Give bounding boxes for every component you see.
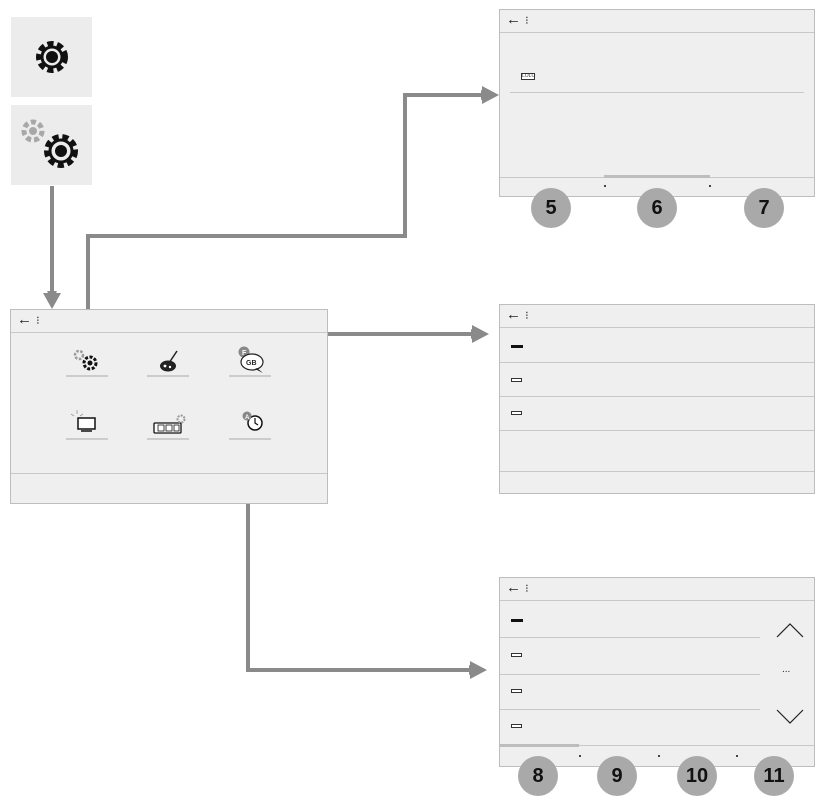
badge-9: 9 [597, 756, 637, 796]
option-indicator[interactable] [511, 689, 522, 693]
badge-10: 10 [677, 756, 717, 796]
gears-icon [73, 349, 98, 371]
scroll-indicator [604, 175, 710, 178]
back-arrow-icon: ← [506, 11, 521, 28]
arrow-gears-to-screen-a [86, 90, 491, 352]
settings-gear-tile[interactable] [11, 17, 92, 97]
footer-divider [500, 745, 814, 746]
display-brightness-icon [70, 410, 96, 432]
scroll-down-icon[interactable] [774, 703, 814, 733]
screen-c-header: ← ⁝ [500, 578, 814, 601]
gears-icon [21, 119, 78, 168]
back-button[interactable]: ← ⁝ [506, 580, 529, 597]
option-selected-indicator[interactable] [511, 619, 523, 622]
back-arrow-icon: ← [17, 311, 32, 328]
clock-icon: A [242, 411, 263, 431]
option-selected-indicator[interactable] [511, 345, 523, 348]
settings-screen: ← ⁝ F GB [10, 309, 328, 504]
menu-icon[interactable]: ⁝ [525, 15, 529, 27]
language-icon: F GB [238, 346, 264, 373]
scroll-position-ellipsis: ... [782, 664, 791, 675]
footer-divider [11, 473, 327, 474]
option-indicator[interactable] [511, 724, 522, 728]
keyboard-settings-icon [153, 414, 186, 434]
row-divider [500, 396, 814, 397]
row-divider [500, 709, 760, 710]
option-indicator[interactable] [511, 653, 522, 657]
page-dot [736, 755, 738, 757]
badge-11: 11 [754, 756, 794, 796]
settings-gears-tile[interactable] [11, 105, 92, 185]
language-from-label: F [242, 350, 247, 357]
back-button[interactable]: ← ⁝ [506, 307, 529, 324]
badge-5: 5 [531, 188, 571, 228]
page-dot [604, 185, 606, 187]
badge-6: 6 [637, 188, 677, 228]
row-divider [500, 430, 814, 431]
option-indicator[interactable] [511, 378, 522, 382]
screen-b-header: ← ⁝ [500, 305, 814, 328]
back-arrow-icon: ← [506, 306, 521, 323]
gear-icon [36, 41, 68, 73]
screen-a-header: ← ⁝ [500, 10, 814, 33]
scroll-up-icon[interactable] [774, 616, 814, 646]
palette-icon [160, 350, 178, 372]
scroll-indicator [500, 744, 579, 747]
back-arrow-icon: ← [506, 579, 521, 596]
menu-icon[interactable]: ⁝ [525, 583, 529, 595]
clock-auto-label: A [245, 415, 250, 421]
back-button[interactable]: ← ⁝ [506, 12, 529, 29]
settings-tiles: F GB A [66, 346, 271, 440]
badge-8: 8 [518, 756, 558, 796]
keyboard-icon[interactable]: LOLO [521, 73, 536, 80]
back-button[interactable]: ← ⁝ [17, 312, 40, 329]
screen-b: ← ⁝ [499, 304, 815, 494]
settings-header: ← ⁝ [11, 310, 327, 333]
screen-c: ← ⁝ ... [499, 577, 815, 767]
row-divider [500, 362, 814, 363]
item-divider [510, 92, 804, 93]
option-indicator[interactable] [511, 411, 522, 415]
menu-icon[interactable]: ⁝ [525, 310, 529, 322]
screen-a: ← ⁝ LOLO [499, 9, 815, 197]
menu-icon[interactable]: ⁝ [36, 315, 40, 327]
page-dot [579, 755, 581, 757]
page-dot [658, 755, 660, 757]
page-dot [709, 185, 711, 187]
row-divider [500, 674, 760, 675]
row-divider [500, 637, 760, 638]
footer-divider [500, 471, 814, 472]
language-to-label: GB [246, 360, 257, 367]
badge-7: 7 [744, 188, 784, 228]
